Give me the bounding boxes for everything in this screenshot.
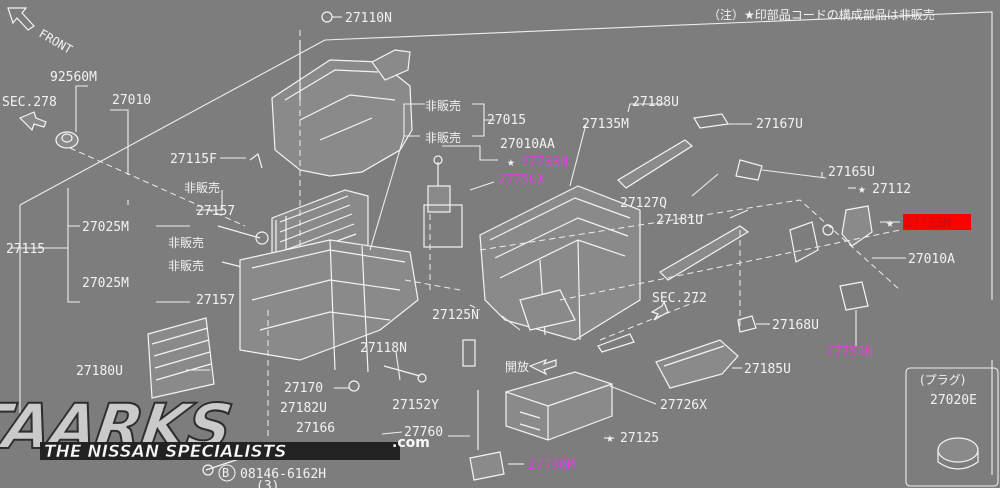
- label-sec272: SEC.272: [652, 291, 707, 306]
- label-27125N: 27125N: [432, 308, 479, 323]
- label-27010AA: 27010AA: [500, 137, 555, 152]
- label-27165U: 27165U: [828, 165, 875, 180]
- label-hihanbai-4: 非販売: [168, 235, 204, 250]
- label-27025M-b: 27025M: [82, 276, 129, 291]
- label-27181U: 27181U: [656, 213, 703, 228]
- label-27115F: 27115F: [170, 152, 217, 167]
- highlight-box-27733M: [903, 214, 971, 230]
- actuator-27730M: [469, 390, 505, 481]
- logo-com-text: .com: [392, 435, 430, 451]
- note-text: （注）★印部品コードの構成部品は非販売: [708, 7, 935, 22]
- label-hihanbai-2: 非販売: [425, 130, 461, 145]
- label-27112: 27112: [872, 182, 911, 197]
- label-27135M: 27135M: [582, 117, 629, 132]
- star-27112: ★: [858, 182, 866, 197]
- leader-lines: [10, 16, 906, 465]
- label-bolt-qty: (3): [256, 479, 279, 488]
- bolt-prefix: B: [222, 466, 229, 480]
- bolt-marker: [218, 464, 236, 482]
- label-27110N: 27110N: [345, 11, 392, 26]
- label-27733N[interactable]: 27733N: [521, 155, 568, 170]
- left-case-lower: [239, 239, 419, 373]
- label-92560M: 92560M: [50, 70, 97, 85]
- actuator-27733M: [789, 205, 873, 311]
- label-27182U: 27182U: [280, 401, 327, 416]
- star-27733M: ★: [886, 216, 894, 231]
- label-bolt: 08146-6162H: [240, 467, 326, 482]
- logo-sub-text: THE NISSAN SPECIALISTS: [44, 442, 287, 462]
- label-kaihou: 開放: [505, 359, 529, 374]
- dashed-lines: [69, 30, 901, 440]
- filter-27180U: [147, 317, 215, 399]
- label-27157-b: 27157: [196, 293, 235, 308]
- watermark-logo: TAARKS THE NISSAN SPECIALISTS .com: [0, 389, 430, 464]
- label-27010: 27010: [112, 93, 151, 108]
- left-case-upper: [271, 11, 413, 177]
- star-27125: ★: [606, 431, 614, 446]
- label-27157-a: 27157: [196, 204, 235, 219]
- label-27167U: 27167U: [756, 117, 803, 132]
- label-27152Y: 27152Y: [392, 398, 439, 413]
- label-hihanbai-3: 非販売: [184, 180, 220, 195]
- label-27752N[interactable]: 27752N: [826, 345, 873, 360]
- label-plug: (プラグ): [920, 373, 965, 387]
- front-label: FRONT: [37, 26, 75, 56]
- arrow-sec278: [18, 111, 47, 132]
- frame-lines: [19, 11, 993, 475]
- label-27185U: 27185U: [744, 362, 791, 377]
- label-27726X: 27726X: [660, 398, 707, 413]
- arrow-sec272: [650, 300, 669, 321]
- small-bits: [202, 300, 757, 476]
- label-27750X[interactable]: 27750X: [498, 173, 545, 188]
- main-unit: [479, 185, 641, 341]
- label-27166: 27166: [296, 421, 335, 436]
- label-hihanbai-1: 非販売: [425, 98, 461, 113]
- label-hihanbai-5: 非販売: [168, 258, 204, 273]
- label-27025M-a: 27025M: [82, 220, 129, 235]
- label-27730M[interactable]: 27730M: [528, 458, 575, 473]
- label-27125: 27125: [620, 431, 659, 446]
- plug-inset: [905, 367, 999, 487]
- label-sec278: SEC.278: [2, 95, 57, 110]
- part-labels: 27110N 92560M SEC.278 27010 非販売 27015 非販…: [2, 11, 977, 488]
- arrow-kaihou: [528, 358, 557, 376]
- label-27115: 27115: [6, 242, 45, 257]
- grommet-92560M: [18, 111, 79, 149]
- label-27010A: 27010A: [908, 252, 955, 267]
- star-27733N: ★: [507, 155, 515, 170]
- motor-27010AA: [423, 155, 463, 248]
- box-27125: [505, 371, 613, 441]
- label-27127Q: 27127Q: [620, 196, 667, 211]
- label-27188U: 27188U: [632, 95, 679, 110]
- label-27168U: 27168U: [772, 318, 819, 333]
- label-27118N: 27118N: [360, 341, 407, 356]
- duct-27185U: [655, 339, 739, 389]
- label-27180U: 27180U: [76, 364, 123, 379]
- label-27733M[interactable]: 27733M: [904, 216, 951, 231]
- label-27020E: 27020E: [930, 393, 977, 408]
- label-27170: 27170: [284, 381, 323, 396]
- front-arrow: FRONT: [7, 7, 75, 57]
- label-27015: 27015: [487, 113, 526, 128]
- strip-27188U: [617, 139, 750, 281]
- nut-27110N: [321, 11, 333, 23]
- logo-sub-bar: [40, 442, 400, 460]
- label-27760: 27760: [404, 425, 443, 440]
